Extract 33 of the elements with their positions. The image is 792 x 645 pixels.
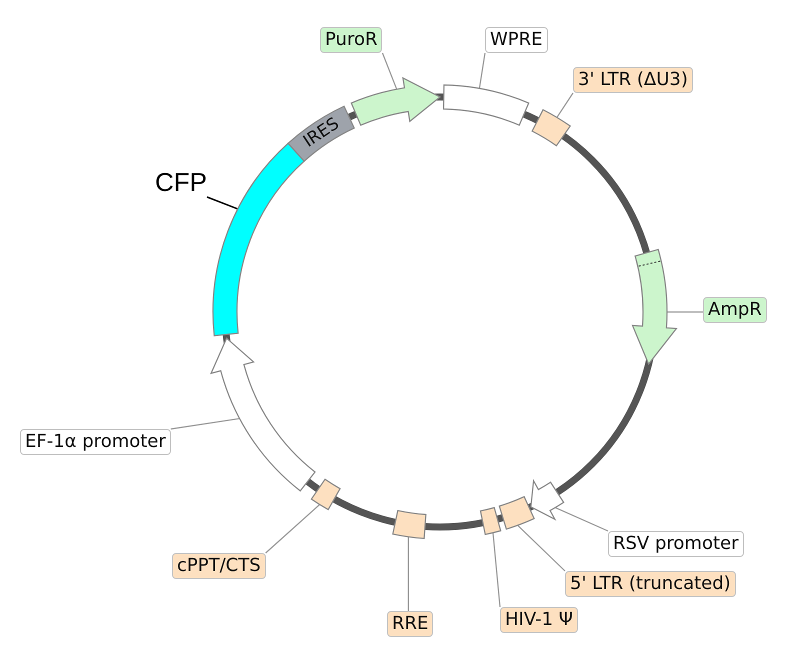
feature-block — [442, 84, 530, 126]
feature-block — [310, 478, 341, 510]
leader-line — [265, 504, 320, 554]
directional-feature — [350, 77, 441, 126]
leader-line — [478, 52, 486, 89]
directional-feature — [530, 480, 564, 520]
feature-label: WPRE — [485, 27, 548, 53]
feature-label: RRE — [387, 611, 434, 637]
feature-label: HIV-1 Ψ — [500, 607, 578, 633]
leader-line — [517, 524, 566, 572]
feature-block — [288, 106, 355, 162]
leader-line — [554, 507, 608, 532]
feature-label: 3' LTR (ΔU3) — [573, 67, 693, 93]
directional-feature — [632, 248, 678, 365]
feature-label: cPPT/CTS — [172, 553, 266, 579]
feature-block — [498, 496, 535, 530]
directional-feature — [210, 338, 316, 492]
feature-label: EF-1α promoter — [20, 429, 171, 455]
leader-line — [492, 532, 501, 608]
leader-line — [206, 196, 238, 210]
feature-label: CFP — [155, 167, 207, 197]
leader-line — [556, 92, 574, 118]
feature-label: RSV promoter — [608, 531, 744, 557]
feature-block — [392, 510, 426, 540]
leader-line — [170, 418, 240, 430]
feature-label: AmpR — [703, 297, 767, 323]
feature-block — [532, 109, 571, 146]
leader-line — [408, 536, 410, 611]
leader-line — [667, 311, 703, 313]
feature-block — [480, 507, 502, 536]
feature-label: PuroR — [320, 27, 382, 53]
feature-label: 5' LTR (truncated) — [565, 571, 736, 597]
leader-line — [382, 52, 398, 90]
